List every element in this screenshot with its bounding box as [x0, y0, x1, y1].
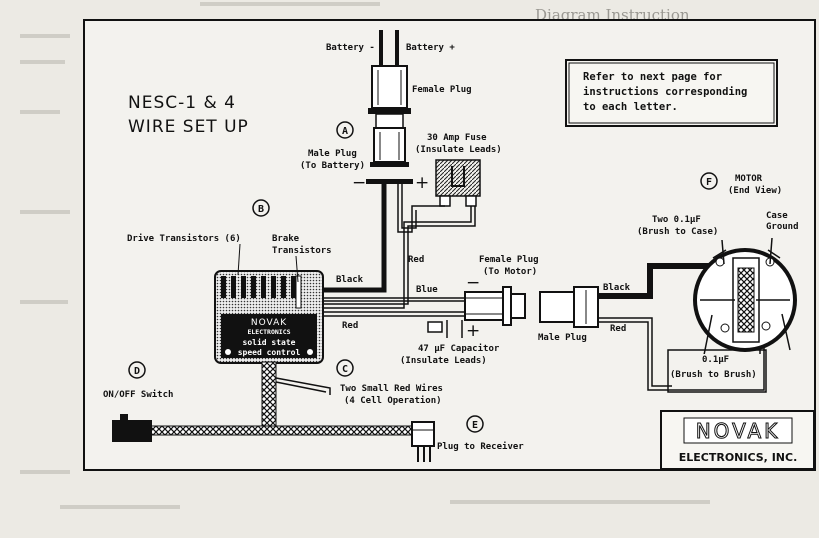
svg-text:D: D [134, 366, 140, 377]
note-line2: instructions corresponding [583, 86, 747, 98]
male-plug-motor-label: Male Plug [538, 333, 587, 343]
svg-text:B: B [258, 204, 264, 215]
cap-two-label-1: Two 0.1µF [652, 215, 701, 225]
small-red-wires-label-2: (4 Cell Operation) [344, 395, 442, 406]
capacitor-label-1: 47 µF Capacitor [418, 343, 500, 354]
female-plug-motor-label-2: (To Motor) [483, 267, 537, 277]
male-plug-battery-label-2: (To Battery) [300, 161, 365, 171]
marker-c: C [336, 359, 354, 377]
logo-brand: NOVAK [696, 419, 781, 443]
speed-control-line2: ELECTRONICS [247, 328, 290, 336]
fuse-label-1: 30 Amp Fuse [427, 133, 487, 143]
diagram-title-line1: NESC-1 & 4 [128, 93, 236, 113]
motor-end-view [667, 237, 797, 393]
marker-d: D [128, 361, 146, 379]
case-ground-label-1: Case [766, 211, 788, 221]
battery-pos-label: Battery + [406, 43, 455, 53]
svg-text:A: A [342, 126, 348, 137]
small-red-wires-label-1: Two Small Red Wires [340, 383, 443, 394]
speed-control-line4: speed control [238, 348, 301, 357]
speed-control-line3: solid state [243, 337, 296, 347]
female-plug-label: Female Plug [412, 85, 472, 95]
note-line3: to each letter. [583, 101, 678, 113]
wire-red-label-2: Red [342, 321, 358, 331]
wire-black-label-1: Black [336, 275, 364, 285]
svg-text:C: C [342, 364, 348, 375]
wire-red-label-1: Red [408, 255, 424, 265]
svg-text:F: F [706, 177, 712, 188]
marker-a: A [336, 121, 354, 139]
marker-e: E [466, 415, 484, 433]
wire-black-label-2: Black [603, 283, 631, 293]
wire-blue-label: Blue [416, 285, 438, 295]
drive-transistor-fins [221, 275, 302, 309]
battery-plus-sign: + [415, 173, 430, 193]
motor-label-2: (End View) [728, 185, 782, 196]
cap-one-label-1: 0.1µF [702, 355, 729, 365]
logo-sub: ELECTRONICS, INC. [679, 451, 798, 464]
receiver-plug-label: Plug to Receiver [437, 441, 524, 452]
svg-text:E: E [472, 420, 478, 431]
wire-red-label-3: Red [610, 324, 626, 334]
capacitor-label-2: (Insulate Leads) [400, 356, 487, 366]
marker-f: F [700, 172, 718, 190]
motor-plus-sign: + [466, 321, 481, 341]
battery-connector [366, 30, 413, 184]
fuse [435, 159, 481, 207]
battery-minus-sign: − [352, 173, 367, 193]
diagram-title-line2: WIRE SET UP [128, 117, 249, 137]
brake-transistors-label-2: Transistors [272, 245, 332, 256]
brake-transistors-label-1: Brake [272, 234, 300, 244]
male-plug-battery-label-1: Male Plug [308, 149, 357, 159]
receiver-harness [112, 361, 435, 462]
company-logo: NOVAK ELECTRONICS, INC. [660, 410, 815, 470]
motor-connector [427, 263, 765, 391]
battery-wires [322, 184, 476, 317]
note-box: Refer to next page for instructions corr… [565, 59, 778, 127]
motor-minus-sign: − [466, 273, 481, 293]
fuse-label-2: (Insulate Leads) [415, 145, 502, 155]
battery-neg-label: Battery - [326, 43, 375, 53]
female-plug-motor-label-1: Female Plug [479, 255, 539, 265]
motor-label-1: MOTOR [735, 174, 763, 184]
case-ground-label-2: Ground [766, 222, 799, 232]
drive-transistors-label: Drive Transistors (6) [127, 233, 241, 244]
cap-two-label-2: (Brush to Case) [637, 227, 718, 237]
cap-one-label-2: (Brush to Brush) [670, 370, 757, 380]
note-line1: Refer to next page for [583, 71, 722, 83]
onoff-switch-label: ON/OFF Switch [103, 389, 173, 400]
marker-b: B [252, 199, 270, 217]
speed-control: NOVAK ELECTRONICS solid state speed cont… [214, 270, 324, 364]
speed-control-brand: NOVAK [251, 318, 287, 328]
